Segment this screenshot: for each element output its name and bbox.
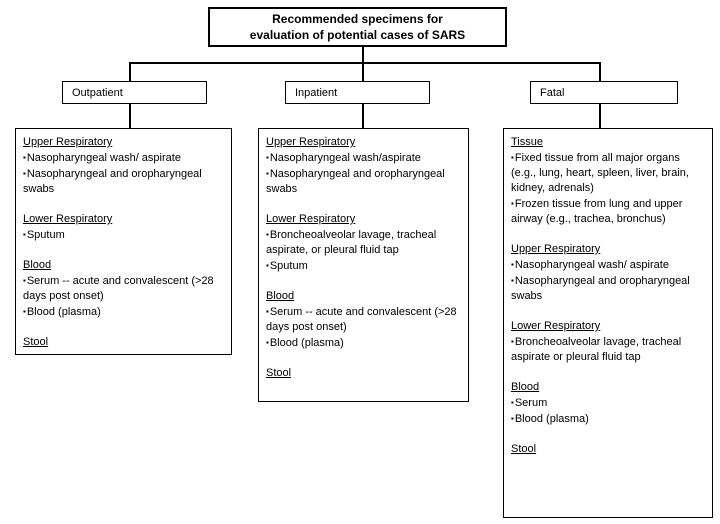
item-text: Nasopharyngeal wash/ aspirate — [514, 259, 669, 271]
bullet-icon: ▪ — [511, 260, 514, 269]
bullet-icon: ▪ — [23, 169, 26, 178]
section-heading: Lower Respiratory — [511, 320, 601, 332]
section-heading: Lower Respiratory — [23, 213, 113, 225]
list-item: ▪Serum — [511, 395, 705, 411]
item-text: Blood (plasma) — [26, 306, 101, 318]
bullet-icon: ▪ — [23, 307, 26, 316]
section-upper-respiratory: Upper Respiratory ▪Nasopharyngeal wash/a… — [266, 135, 461, 197]
section-heading: Upper Respiratory — [511, 243, 601, 255]
bullet-icon: ▪ — [511, 153, 514, 162]
list-item: ▪Nasopharyngeal and oropharyngeal swabs — [23, 166, 224, 197]
section-heading: Stool — [23, 336, 49, 348]
bullet-icon: ▪ — [511, 414, 514, 423]
connector-inpatient-top — [362, 62, 364, 81]
section-stool: Stool — [23, 335, 224, 350]
item-text: Nasopharyngeal and oropharyngeal swabs — [23, 168, 202, 195]
connector-title-stub — [362, 45, 364, 63]
section-lower-respiratory: Lower Respiratory ▪Sputum — [23, 212, 224, 243]
item-text: Broncheoalveolar lavage, tracheal aspira… — [511, 336, 682, 363]
bullet-icon: ▪ — [23, 153, 26, 162]
bullet-icon: ▪ — [511, 276, 514, 285]
list-item: ▪Blood (plasma) — [266, 335, 461, 351]
item-text: Blood (plasma) — [514, 413, 589, 425]
list-item: ▪Nasopharyngeal wash/ aspirate — [23, 150, 224, 166]
bullet-icon: ▪ — [23, 230, 26, 239]
item-text: Serum -- acute and convalescent (>28 day… — [266, 306, 457, 333]
inpatient-specimens-box: Upper Respiratory ▪Nasopharyngeal wash/a… — [258, 128, 469, 402]
item-text: Blood (plasma) — [269, 337, 344, 349]
item-text: Fixed tissue from all major organs (e.g.… — [511, 152, 689, 194]
list-item: ▪Blood (plasma) — [23, 304, 224, 320]
connector-outpatient-bottom — [129, 103, 131, 128]
item-text: Nasopharyngeal and oropharyngeal swabs — [511, 275, 690, 302]
bullet-icon: ▪ — [511, 398, 514, 407]
item-text: Sputum — [269, 260, 308, 272]
list-item: ▪Nasopharyngeal wash/aspirate — [266, 150, 461, 166]
list-item: ▪Sputum — [266, 258, 461, 274]
item-text: Nasopharyngeal wash/ aspirate — [26, 152, 181, 164]
item-text: Sputum — [26, 229, 65, 241]
fatal-specimens-box: Tissue ▪Fixed tissue from all major orga… — [503, 128, 713, 518]
branch-label-text: Inpatient — [295, 86, 338, 99]
bullet-icon: ▪ — [266, 169, 269, 178]
list-item: ▪Frozen tissue from lung and upper airwa… — [511, 196, 705, 227]
branch-label-outpatient: Outpatient — [62, 81, 207, 104]
list-item: ▪Nasopharyngeal and oropharyngeal swabs — [266, 166, 461, 197]
item-text: Serum -- acute and convalescent (>28 day… — [23, 275, 214, 302]
section-lower-respiratory: Lower Respiratory ▪Broncheoalveolar lava… — [511, 319, 705, 365]
title-box: Recommended specimens for evaluation of … — [208, 7, 507, 47]
bullet-icon: ▪ — [266, 338, 269, 347]
section-stool: Stool — [511, 442, 705, 457]
item-text: Nasopharyngeal wash/aspirate — [269, 152, 421, 164]
section-upper-respiratory: Upper Respiratory ▪Nasopharyngeal wash/ … — [23, 135, 224, 197]
connector-outpatient-top — [129, 62, 131, 81]
section-heading: Lower Respiratory — [266, 213, 356, 225]
list-item: ▪Fixed tissue from all major organs (e.g… — [511, 150, 705, 196]
bullet-icon: ▪ — [511, 337, 514, 346]
bullet-icon: ▪ — [266, 230, 269, 239]
branch-label-text: Fatal — [540, 86, 565, 99]
bullet-icon: ▪ — [266, 153, 269, 162]
section-heading: Stool — [266, 367, 292, 379]
outpatient-specimens-box: Upper Respiratory ▪Nasopharyngeal wash/ … — [15, 128, 232, 355]
branch-label-inpatient: Inpatient — [285, 81, 430, 104]
section-heading: Upper Respiratory — [266, 136, 356, 148]
list-item: ▪Broncheoalveolar lavage, tracheal aspir… — [511, 334, 705, 365]
item-text: Nasopharyngeal and oropharyngeal swabs — [266, 168, 445, 195]
item-text: Frozen tissue from lung and upper airway… — [511, 198, 683, 225]
section-stool: Stool — [266, 366, 461, 381]
list-item: ▪Serum -- acute and convalescent (>28 da… — [266, 304, 461, 335]
diagram-title: Recommended specimens for evaluation of … — [249, 12, 466, 42]
section-blood: Blood ▪Serum -- acute and convalescent (… — [266, 289, 461, 351]
connector-fatal-top — [599, 62, 601, 81]
section-heading: Upper Respiratory — [23, 136, 113, 148]
bullet-icon: ▪ — [511, 199, 514, 208]
connector-horizontal-rail — [129, 62, 601, 64]
list-item: ▪Nasopharyngeal and oropharyngeal swabs — [511, 273, 705, 304]
item-text: Serum — [514, 397, 548, 409]
connector-inpatient-bottom — [362, 103, 364, 128]
list-item: ▪Broncheoalveolar lavage, tracheal aspir… — [266, 227, 461, 258]
section-heading: Tissue — [511, 136, 543, 148]
section-upper-respiratory: Upper Respiratory ▪Nasopharyngeal wash/ … — [511, 242, 705, 304]
list-item: ▪Nasopharyngeal wash/ aspirate — [511, 257, 705, 273]
section-heading: Stool — [511, 443, 537, 455]
list-item: ▪Blood (plasma) — [511, 411, 705, 427]
bullet-icon: ▪ — [266, 307, 269, 316]
section-heading: Blood — [511, 381, 540, 393]
connector-fatal-bottom — [599, 103, 601, 128]
bullet-icon: ▪ — [23, 276, 26, 285]
branch-label-text: Outpatient — [72, 86, 123, 99]
section-blood: Blood ▪Serum -- acute and convalescent (… — [23, 258, 224, 320]
list-item: ▪Sputum — [23, 227, 224, 243]
item-text: Broncheoalveolar lavage, tracheal aspira… — [266, 229, 437, 256]
bullet-icon: ▪ — [266, 261, 269, 270]
section-tissue: Tissue ▪Fixed tissue from all major orga… — [511, 135, 705, 227]
section-lower-respiratory: Lower Respiratory ▪Broncheoalveolar lava… — [266, 212, 461, 274]
branch-label-fatal: Fatal — [530, 81, 678, 104]
section-heading: Blood — [23, 259, 52, 271]
list-item: ▪Serum -- acute and convalescent (>28 da… — [23, 273, 224, 304]
section-heading: Blood — [266, 290, 295, 302]
section-blood: Blood ▪Serum ▪Blood (plasma) — [511, 380, 705, 427]
